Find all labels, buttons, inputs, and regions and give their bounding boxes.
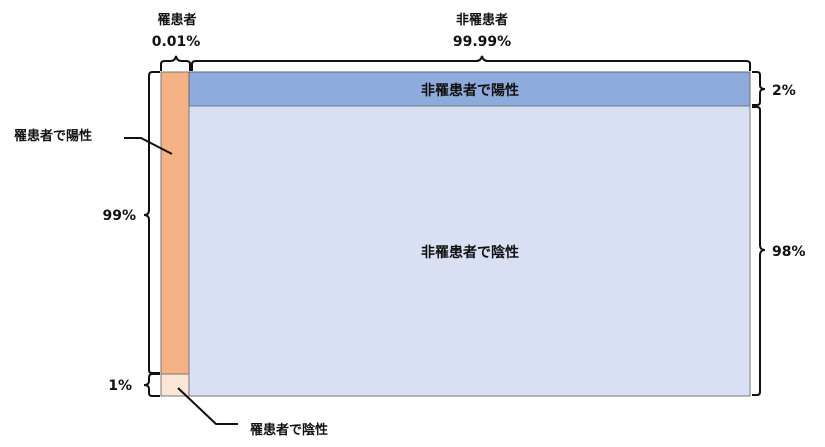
- right-negative-pct: 98%: [772, 244, 806, 260]
- sick-header-pct: 0.01%: [152, 34, 201, 50]
- healthy-header-pct: 99.99%: [453, 34, 511, 50]
- healthy-positive-label: 非罹患者で陽性: [421, 82, 519, 99]
- sick-positive-leader: [124, 137, 173, 155]
- right-positive-brace: [752, 71, 766, 106]
- sick-header-label: 罹患者: [157, 12, 196, 28]
- region-healthy-positive: [188, 71, 751, 107]
- left-positive-brace: [143, 71, 160, 374]
- right-positive-pct: 2%: [772, 83, 796, 99]
- healthy-brace: [191, 55, 751, 71]
- left-negative-pct: 1%: [108, 378, 132, 394]
- right-negative-brace: [752, 106, 766, 396]
- region-healthy-negative: [188, 105, 751, 397]
- region-sick-positive: [160, 71, 190, 375]
- healthy-header-label: 非罹患者: [456, 12, 508, 28]
- sick-negative-leader: [177, 387, 238, 425]
- left-positive-pct: 99%: [102, 208, 136, 224]
- sick-negative-label: 罹患者で陰性: [250, 422, 328, 438]
- sick-brace: [160, 55, 191, 71]
- left-negative-brace: [143, 373, 160, 397]
- sick-positive-label: 罹患者で陽性: [14, 128, 92, 144]
- region-sick-negative: [160, 373, 190, 397]
- healthy-negative-label: 非罹患者で陰性: [421, 244, 519, 261]
